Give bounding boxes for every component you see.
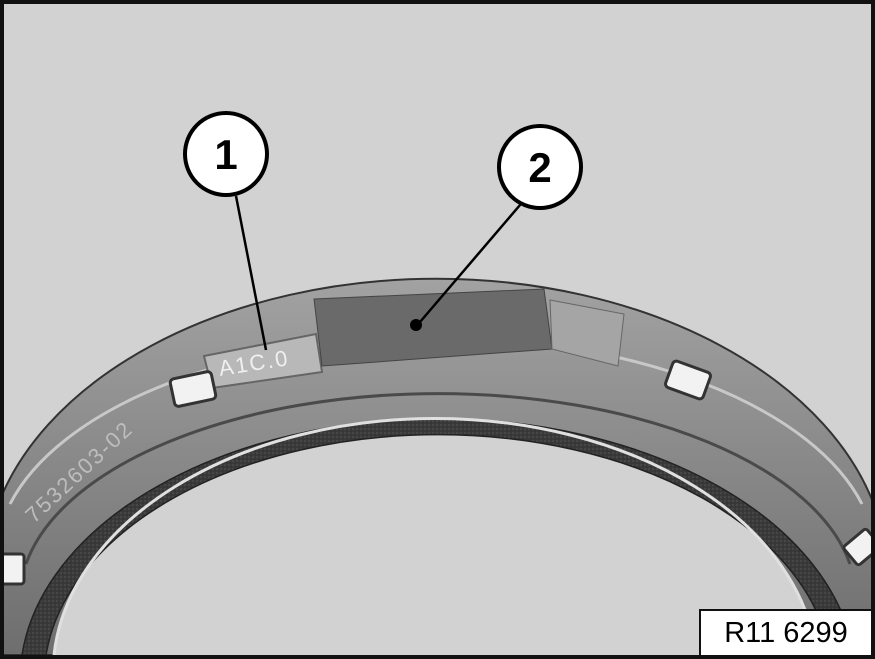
notch-far-right (842, 527, 871, 567)
callout-2: 2 (497, 124, 583, 210)
seal-drawing: A1C.0 7532603-02 1 2 (4, 111, 871, 655)
notch-right (664, 359, 712, 401)
seal-inner-lip (21, 417, 855, 655)
notch-left (168, 370, 218, 408)
leader-dot-2 (410, 319, 422, 331)
notch-far-left (4, 552, 26, 586)
leader-line-1 (234, 195, 268, 351)
reference-code-label: R11 6299 (699, 609, 871, 655)
callout-1-number: 1 (214, 131, 237, 178)
leader-line-2 (419, 197, 527, 323)
callout-2-number: 2 (528, 144, 551, 191)
color-mark-right (549, 299, 625, 367)
seal-groove (24, 392, 852, 565)
callout-1: 1 (183, 111, 269, 197)
seal-inner-edge (52, 416, 818, 655)
